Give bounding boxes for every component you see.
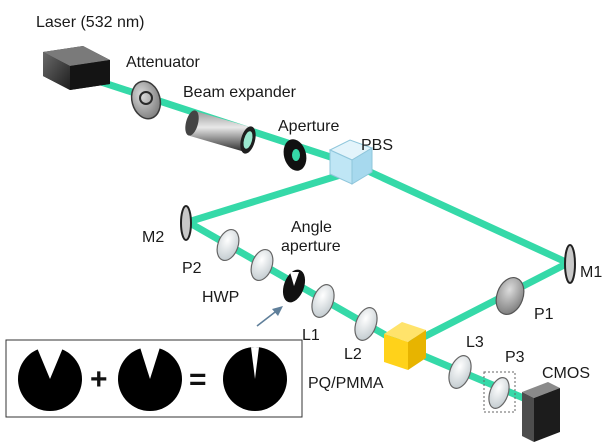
label-cmos: CMOS <box>542 365 590 382</box>
beam-segment-sample-to-camera <box>406 346 544 409</box>
label-beam-expander: Beam expander <box>183 84 297 101</box>
polarizer-p3-icon <box>483 371 516 413</box>
angle-aperture-icon <box>282 269 306 303</box>
attenuator-icon <box>130 80 162 120</box>
mirror-m2-icon <box>180 205 192 241</box>
beam-segment-m1-to-sample <box>408 259 572 347</box>
beam-expander-icon <box>185 110 256 154</box>
label-p1: P1 <box>534 306 554 323</box>
label-sample: PQ/PMMA <box>308 375 384 392</box>
pbs-cube-icon <box>328 139 374 185</box>
angle-aperture-shape-2-icon <box>118 345 182 411</box>
label-aperture: Aperture <box>278 118 339 135</box>
label-p3: P3 <box>505 349 525 366</box>
lens-l1-icon <box>311 284 335 318</box>
laser-icon <box>43 46 110 90</box>
label-m1: M1 <box>580 264 602 281</box>
half-wave-plate-icon <box>250 248 274 282</box>
label-laser: Laser (532 nm) <box>36 14 145 31</box>
aperture-icon <box>283 139 307 171</box>
label-angle-aperture-line2: aperture <box>281 238 341 255</box>
lens-l3-icon <box>448 355 472 389</box>
mirror-m1-icon <box>564 244 576 284</box>
lens-l2-icon <box>354 307 378 341</box>
label-m2: M2 <box>142 229 164 246</box>
cmos-camera-icon <box>522 382 560 442</box>
polarizer-p1-icon <box>495 277 525 315</box>
beam-segment-to-m2 <box>184 168 354 226</box>
inset-equals-sign: = <box>189 363 207 396</box>
label-l2: L2 <box>344 346 362 363</box>
polarizer-p2-icon <box>216 228 240 262</box>
sample-pq-pmma-icon <box>384 322 426 370</box>
label-attenuator: Attenuator <box>126 54 201 71</box>
arrow-indicator-icon <box>256 306 283 327</box>
label-l1: L1 <box>302 327 320 344</box>
label-hwp: HWP <box>202 289 239 306</box>
angle-aperture-result-icon <box>223 346 287 411</box>
beam-segment-to-m1 <box>351 161 572 267</box>
inset-plus-sign: + <box>90 363 108 396</box>
angle-aperture-shape-1-icon <box>18 345 82 411</box>
label-angle-aperture-line1: Angle <box>291 219 332 236</box>
label-pbs: PBS <box>361 137 393 154</box>
label-p2: P2 <box>182 260 202 277</box>
label-l3: L3 <box>466 334 484 351</box>
aperture-combination-inset: + = <box>5 339 303 418</box>
